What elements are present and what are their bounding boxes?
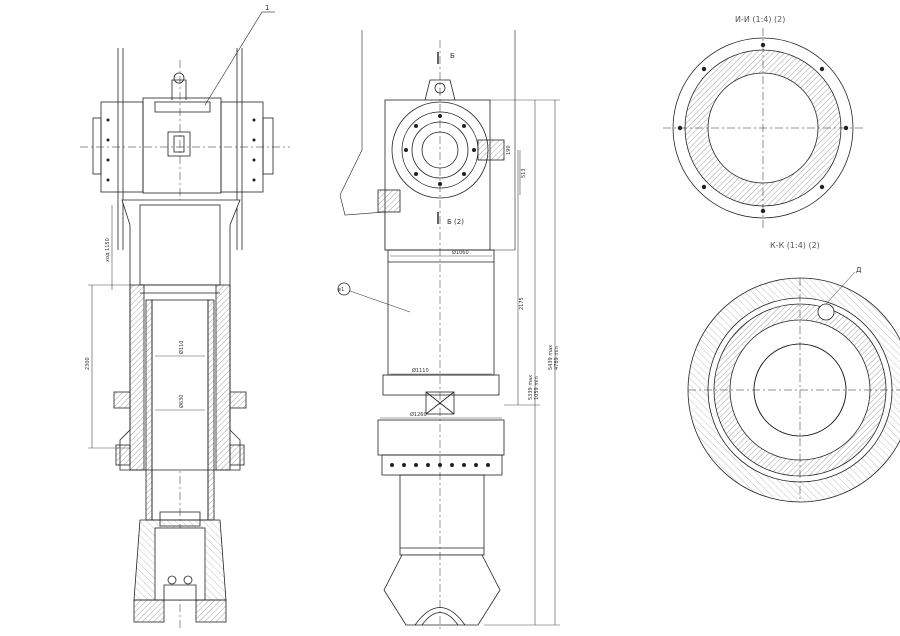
section-kk-title: К-К (1:4) (2) <box>770 241 820 250</box>
section-kk-view <box>687 271 900 503</box>
dia-inner-label: Ø110 <box>178 341 185 354</box>
dim-stroke-label: ход 1150 <box>105 238 111 262</box>
dim-d2-label: 4789 min <box>554 346 560 370</box>
dim-small-label: 190 <box>506 145 512 155</box>
section-mark-bottom: Б (2) <box>447 218 464 226</box>
dim-a-label: 513 <box>521 168 527 178</box>
dia-rod-label: Ø630 <box>178 395 185 408</box>
dim-total-label: 2300 <box>85 357 91 370</box>
dim-c-label: 5339 max <box>528 375 534 400</box>
front-view <box>80 11 290 630</box>
dim-d-label: 5439 max <box>548 345 554 370</box>
dim-b-label: 2175 <box>519 297 525 310</box>
dia-top-label: Ø1060 <box>452 249 469 256</box>
section-mark-top: Б <box>450 52 455 60</box>
section-ii-view <box>663 28 863 228</box>
side-view <box>337 30 560 630</box>
dia-mid-label: Ø1110 <box>412 367 429 374</box>
callout-1: 1 <box>265 4 269 12</box>
dim-c2-label: 1059 min <box>534 376 540 400</box>
section-ii-title: И-И (1:4) (2) <box>735 15 785 24</box>
callout-e1: е1 <box>338 287 344 293</box>
section-kk-callout: Д <box>856 266 862 274</box>
dia-flange-label: Ø1260 <box>410 411 427 418</box>
